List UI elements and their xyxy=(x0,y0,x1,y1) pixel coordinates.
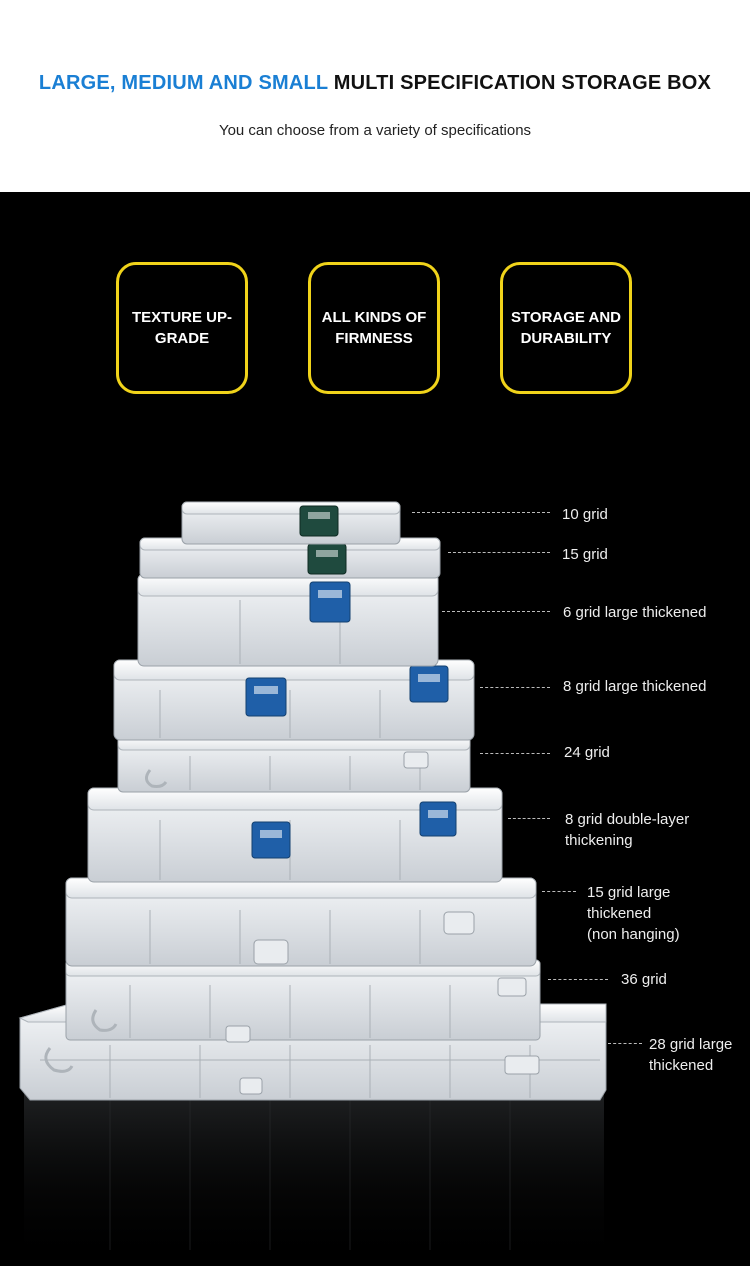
spec-line: (non hanging) xyxy=(587,926,680,943)
feature-line: STORAGE AND xyxy=(511,309,622,326)
feature-line: DURABILITY xyxy=(520,330,612,347)
leader-line xyxy=(608,1043,642,1044)
spec-label-28-grid-large: 28 grid large thickened xyxy=(649,1034,732,1076)
page-subtitle: You can choose from a variety of specifi… xyxy=(218,122,532,139)
leader-line xyxy=(448,552,550,553)
box-6-grid-large-thickened xyxy=(137,573,439,667)
spec-label-15-grid: 15 grid xyxy=(562,544,608,565)
spec-line: 36 grid xyxy=(621,971,667,988)
feature-line: GRADE xyxy=(154,330,210,347)
spec-line: thickening xyxy=(565,832,633,849)
spec-label-24-grid: 24 grid xyxy=(564,742,610,763)
box-8-grid-double-layer xyxy=(87,787,503,883)
spec-line: 15 grid large xyxy=(587,884,671,901)
leader-line xyxy=(508,818,550,819)
box-15-grid-large-thickened xyxy=(65,877,537,967)
spec-label-8-grid-double-layer: 8 grid double-layer thickening xyxy=(565,809,689,851)
spec-line: thickened xyxy=(587,905,652,922)
spec-label-36-grid: 36 grid xyxy=(621,969,667,990)
feature-texture-upgrade: TEXTURE UP- GRADE xyxy=(116,262,248,394)
box-10-grid xyxy=(181,501,401,545)
spec-label-6-grid-large: 6 grid large thickened xyxy=(563,602,706,623)
spec-line: 10 grid xyxy=(562,506,608,523)
spec-line: 28 grid large xyxy=(649,1036,733,1053)
page-title: LARGE, MEDIUM AND SMALL MULTI SPECIFICAT… xyxy=(0,72,750,95)
title-highlight: LARGE, MEDIUM AND SMALL xyxy=(38,72,328,94)
spec-line: 15 grid xyxy=(562,546,608,563)
leader-line xyxy=(442,611,550,612)
feature-line: FIRMNESS xyxy=(335,330,413,347)
box-36-grid xyxy=(65,959,541,1043)
spec-label-8-grid-large: 8 grid large thickened xyxy=(563,676,706,697)
feature-line: ALL KINDS OF xyxy=(321,309,427,326)
spec-line: 24 grid xyxy=(564,744,610,761)
storage-box-stack-illustration xyxy=(18,501,607,1266)
leader-line xyxy=(548,979,608,980)
feature-firmness: ALL KINDS OF FIRMNESS xyxy=(308,262,440,394)
leader-line xyxy=(480,753,550,754)
header-banner: LARGE, MEDIUM AND SMALL MULTI SPECIFICAT… xyxy=(0,0,750,192)
leader-line xyxy=(412,512,550,513)
feature-line: TEXTURE UP- xyxy=(131,309,232,326)
feature-storage-durability: STORAGE AND DURABILITY xyxy=(500,262,632,394)
spec-line: 8 grid double-layer xyxy=(565,811,690,828)
spec-label-10-grid: 10 grid xyxy=(562,504,608,525)
title-rest: MULTI SPECIFICATION STORAGE BOX xyxy=(333,72,712,94)
spec-line: 8 grid large thickened xyxy=(563,678,707,695)
box-8-grid-large-thickened xyxy=(113,659,475,741)
spec-label-15-grid-large: 15 grid large thickened (non hanging) xyxy=(587,882,680,945)
leader-line xyxy=(480,687,550,688)
box-24-grid xyxy=(117,735,471,793)
spec-line: thickened xyxy=(649,1057,714,1074)
spec-line: 6 grid large thickened xyxy=(563,604,707,621)
leader-line xyxy=(542,891,576,892)
